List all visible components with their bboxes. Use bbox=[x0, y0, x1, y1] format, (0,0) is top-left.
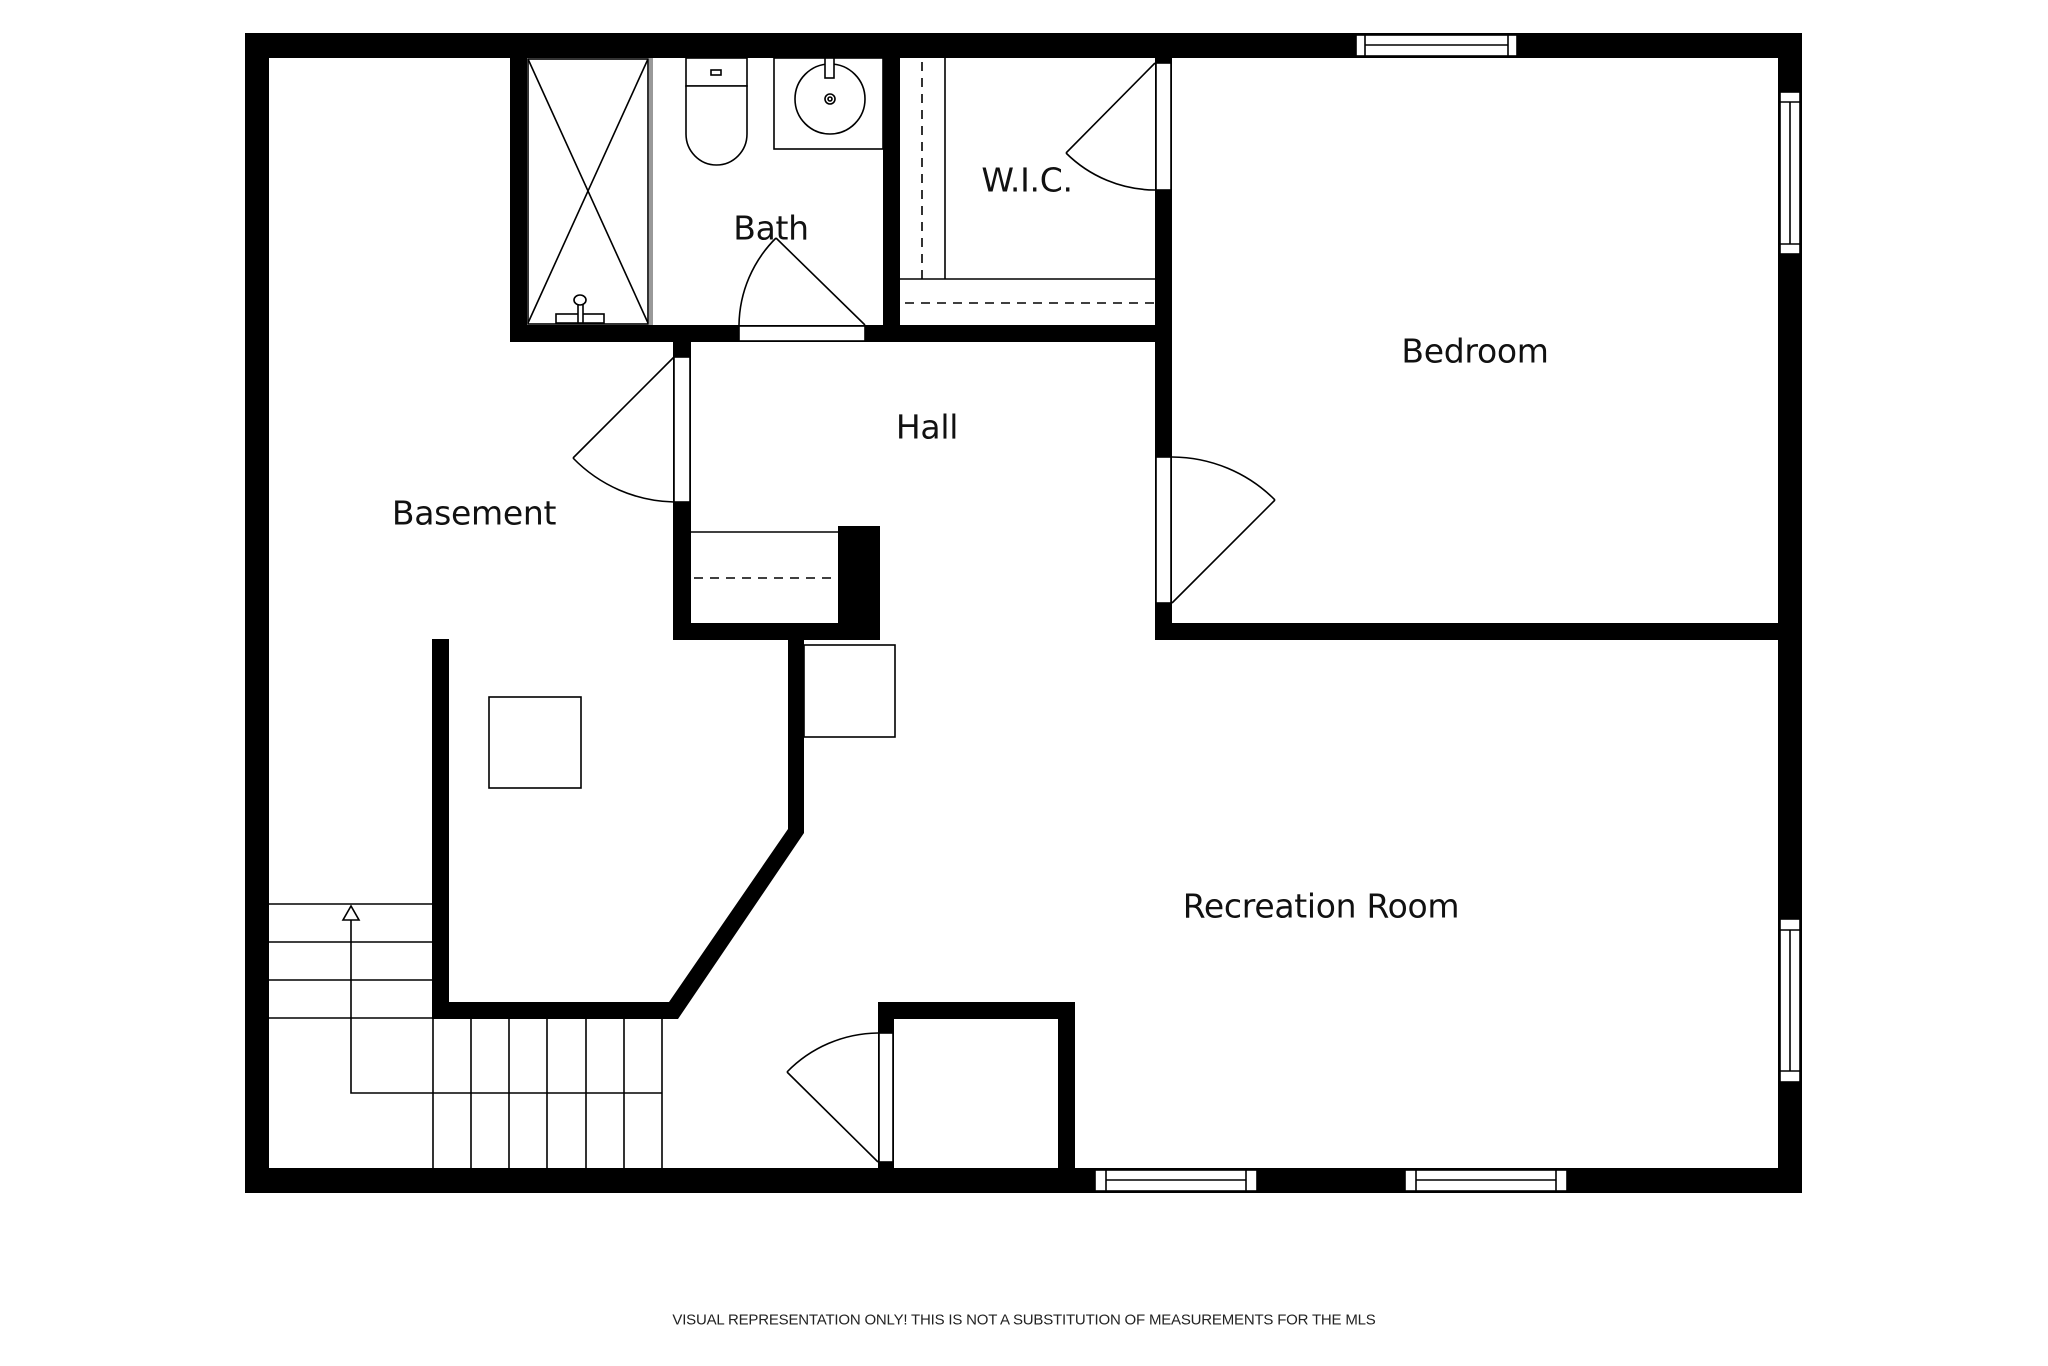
window-top-bedroom bbox=[1355, 34, 1518, 57]
room-label-recreation-room: Recreation Room bbox=[1182, 886, 1460, 926]
door-wic[interactable] bbox=[1065, 62, 1172, 191]
door-bath[interactable] bbox=[738, 237, 866, 342]
window-bottom-recreation-1 bbox=[1094, 1169, 1258, 1192]
window-right-recreation bbox=[1779, 918, 1801, 1083]
disclaimer-footer: VISUAL REPRESENTATION ONLY! THIS IS NOT … bbox=[672, 1311, 1376, 1329]
door-bedroom[interactable] bbox=[1155, 456, 1276, 604]
door-small-closet[interactable] bbox=[786, 1032, 894, 1163]
hall-fixture-box bbox=[803, 644, 896, 738]
room-label-bedroom: Bedroom bbox=[1401, 331, 1549, 371]
room-label-basement: Basement bbox=[391, 493, 557, 533]
window-right-bedroom bbox=[1779, 91, 1801, 255]
sink bbox=[773, 57, 884, 150]
wic-shelving bbox=[900, 58, 1155, 304]
stairs-up-arrow-icon bbox=[341, 904, 361, 921]
stairs bbox=[269, 903, 663, 1168]
room-label-hall: Hall bbox=[895, 407, 959, 447]
room-label-bath: Bath bbox=[733, 208, 809, 248]
hall-closet-shelf bbox=[691, 531, 838, 579]
toilet bbox=[685, 57, 748, 166]
shower bbox=[527, 58, 653, 325]
door-basement[interactable] bbox=[572, 356, 691, 503]
room-label-wic: W.I.C. bbox=[981, 160, 1073, 200]
window-bottom-recreation-2 bbox=[1404, 1169, 1568, 1192]
basement-fixture-box bbox=[488, 696, 582, 789]
